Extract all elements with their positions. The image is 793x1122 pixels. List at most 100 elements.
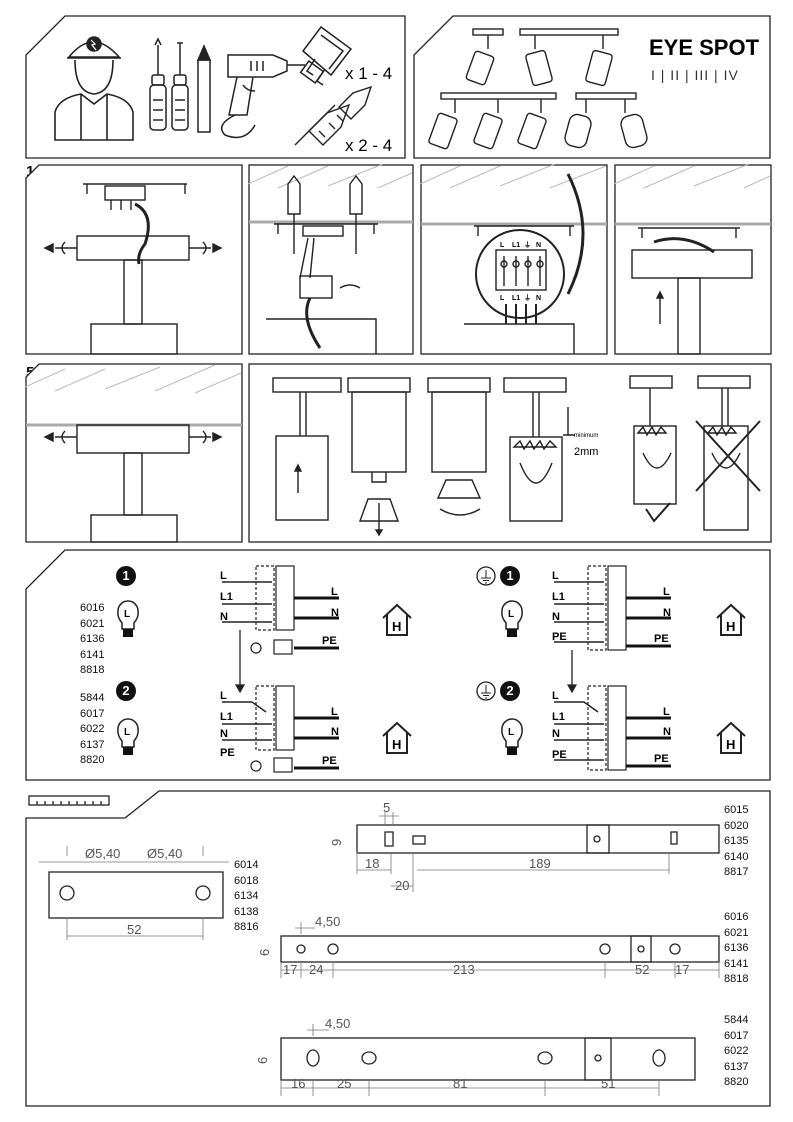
pencil-icon: [196, 44, 212, 133]
minimum-label: minimum: [574, 433, 598, 439]
product-title: EYE SPOT: [649, 35, 760, 60]
step3-label-L-bottom: L: [500, 295, 505, 302]
label-PE-out: PE: [322, 635, 337, 647]
dim-small-hole2: Ø5,40: [147, 846, 182, 861]
product-variants: I | II | III | IV: [651, 67, 739, 83]
badge-group-1-right: 1: [500, 566, 520, 586]
step3-label-earth: ⏚: [524, 241, 531, 249]
label-N-out: N: [331, 607, 339, 619]
lamp-icon: L: [117, 600, 139, 637]
ruler-icon: [28, 795, 110, 806]
dim-c-side: 6: [255, 1057, 270, 1064]
step-5-illustration: [25, 363, 243, 543]
dim-small-hole1: Ø5,40: [85, 846, 120, 861]
label-L1-r: L1: [552, 591, 565, 603]
label-PE-2: PE: [220, 747, 235, 759]
label-PE-r: PE: [552, 631, 567, 643]
dim-a-d2: 20: [395, 878, 409, 893]
screwdriver-icon: [149, 37, 167, 131]
dim-b-d5: 17: [675, 962, 689, 977]
dim-small-length: 52: [127, 922, 141, 937]
wiring-diagram-left: L L1 N L N PE L L1 N PE L N PE: [220, 565, 339, 773]
step-4-illustration: [614, 164, 772, 355]
svg-text:H: H: [392, 619, 401, 634]
dim-a-d1: 18: [365, 856, 379, 871]
step-number-1: 1: [26, 163, 35, 180]
svg-text:H: H: [726, 737, 735, 752]
label-N-2: N: [220, 728, 228, 740]
dim-b-side: 6: [257, 949, 272, 956]
step-1-illustration: [25, 164, 243, 355]
label-N-out-r: N: [663, 607, 671, 619]
svg-text:L: L: [124, 609, 130, 620]
electrician-icon: [54, 36, 134, 141]
lamp-icon: L: [501, 718, 523, 755]
dim-a-top: 5: [383, 800, 390, 815]
lamp-icon: L: [117, 718, 139, 755]
badge-group-1: 1: [116, 566, 136, 586]
svg-text:L: L: [124, 727, 130, 738]
svg-text:H: H: [392, 737, 401, 752]
dim-c-d1: 16: [291, 1076, 305, 1091]
minimum-value: 2mm: [574, 446, 598, 458]
label-L-r2: L: [552, 690, 559, 702]
svg-text:L: L: [508, 609, 514, 620]
svg-text:H: H: [726, 619, 735, 634]
label-PE-out-r: PE: [654, 633, 669, 645]
wall-plug-icon: [294, 85, 373, 146]
drill-icon: [220, 54, 305, 139]
label-L-out-r: L: [663, 586, 670, 598]
step3-label-L: L: [500, 242, 505, 249]
dim-b-d1: 17: [283, 962, 297, 977]
label-L-out-2: L: [331, 706, 338, 718]
step3-label-L1: L1: [512, 242, 520, 249]
badge-group-2: 2: [116, 681, 136, 701]
variants-illustration: EYE SPOT I | II | III | IV: [413, 15, 771, 159]
dim-b-d4: 52: [635, 962, 649, 977]
dim-b-d2: 24: [309, 962, 323, 977]
dim-c-d2: 25: [337, 1076, 351, 1091]
label-PE-r2: PE: [552, 749, 567, 761]
label-PE-out-r2: PE: [654, 753, 669, 765]
qty-bulbs: x 1 - 4: [345, 64, 392, 83]
bulb-icon: [299, 25, 353, 86]
label-L1-r2: L1: [552, 711, 565, 723]
wiring-diagram-right: L L1 N PE L N PE L L1 N PE L N PE: [552, 565, 671, 771]
label-L-r: L: [552, 570, 559, 582]
dim-a-d3: 189: [529, 856, 551, 871]
step-2-illustration: [248, 164, 414, 355]
label-N: N: [220, 611, 228, 623]
earth-symbol-icon: [476, 681, 496, 701]
step3-label-earth-bottom: ⏚: [524, 294, 531, 302]
label-N-out-r2: N: [663, 726, 671, 738]
label-L1: L1: [220, 591, 233, 603]
step3-label-N-bottom: N: [536, 295, 541, 302]
house-icon: H: [716, 603, 746, 636]
qty-plugs: x 2 - 4: [345, 136, 392, 155]
dimensions-panel: Ø5,40 Ø5,40 52 5 9 18 20 189 4,50 6 17 2…: [25, 790, 771, 1107]
screwdriver-icon: [171, 42, 189, 131]
label-PE-out-2: PE: [322, 755, 337, 767]
dim-a-side: 9: [329, 839, 344, 846]
label-L-out: L: [331, 586, 338, 598]
label-L1-2: L1: [220, 711, 233, 723]
step3-label-L1-bottom: L1: [512, 295, 520, 302]
dim-b-hole: 4,50: [315, 914, 340, 929]
step-6-illustration: minimum 2mm: [248, 363, 772, 543]
label-L-2: L: [220, 690, 227, 702]
dim-c-d4: 51: [601, 1076, 615, 1091]
house-icon: H: [382, 603, 412, 636]
label-L-out-r2: L: [663, 706, 670, 718]
house-icon: H: [716, 721, 746, 754]
svg-text:L: L: [508, 727, 514, 738]
label-L: L: [220, 570, 227, 582]
label-N-r2: N: [552, 728, 560, 740]
dim-b-d3: 213: [453, 962, 475, 977]
dim-c-d3: 81: [453, 1076, 467, 1091]
